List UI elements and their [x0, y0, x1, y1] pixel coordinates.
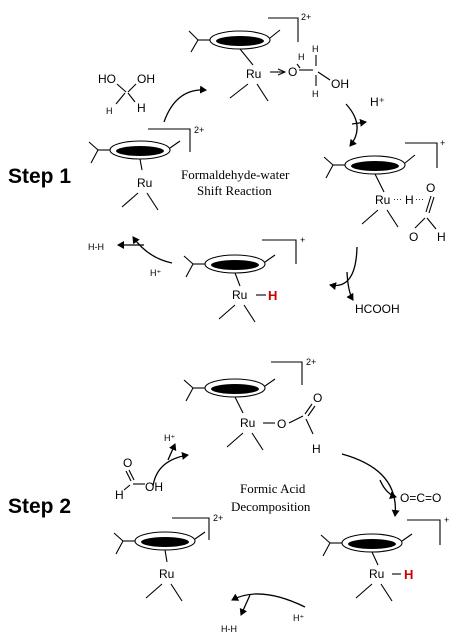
step2-complex-top: Ru O O H 2+	[183, 357, 322, 456]
hydride-atom: H	[268, 288, 277, 303]
charge-label: +	[444, 515, 449, 525]
hydroxyl-group: HO	[98, 72, 116, 86]
hydrogen-atom: H	[137, 101, 146, 115]
arene-ring-icon	[183, 378, 276, 414]
hydrogen-atom: H	[437, 230, 446, 244]
hydrogen-atom: H	[312, 442, 321, 456]
oxygen-atom: O	[426, 181, 435, 195]
step2-co2-out: O=C=O	[400, 491, 441, 505]
step1-proton-in: H⁺	[150, 268, 161, 278]
arene-ring-icon	[113, 531, 206, 563]
hydrogen-atom: H	[405, 193, 414, 207]
cycle-arrow-icon	[132, 236, 173, 264]
step1-complex-top: Ru O H H OH H 2+	[188, 12, 349, 102]
step1-proton-out: H⁺	[370, 95, 385, 109]
cycle-arrow-icon	[341, 453, 400, 517]
step2-proton-out: H⁺	[164, 433, 175, 443]
charge-label: 2+	[194, 125, 204, 135]
cycle-arrow-icon	[231, 593, 306, 608]
release-arrow-icon	[239, 594, 251, 616]
oxygen-atom: O	[288, 65, 297, 79]
ruthenium-atom: Ru	[369, 567, 384, 581]
step2-reagent-formic-acid: O OH H	[115, 456, 163, 502]
step1-cycle-title-line1: Formaldehyde-water	[181, 167, 290, 182]
ruthenium-atom: Ru	[375, 193, 390, 207]
ruthenium-atom: Ru	[232, 288, 247, 302]
hydroxyl-group: OH	[145, 480, 163, 494]
oxygen-atom: O	[313, 391, 322, 405]
ruthenium-atom: Ru	[240, 416, 255, 430]
cycle-arrow-icon	[152, 452, 189, 487]
arene-ring-icon	[183, 254, 276, 287]
release-arrow-icon	[346, 271, 354, 301]
arene-ring-icon	[88, 140, 181, 171]
release-arrow-icon	[167, 443, 177, 461]
step2-complex-left: Ru 2+	[113, 513, 223, 602]
hydrogen-atom: H	[312, 44, 319, 54]
cycle-arrow-icon	[163, 85, 207, 123]
release-arrow-icon	[351, 118, 367, 127]
ruthenium-atom: Ru	[159, 567, 174, 581]
oxygen-atom: O	[409, 230, 418, 244]
hydrogen-atom: H	[115, 488, 124, 502]
step2-complex-right: Ru H +	[320, 515, 449, 602]
charge-label: 2+	[306, 357, 316, 367]
step2-label: Step 2	[8, 495, 71, 518]
hydride-atom: H	[404, 567, 413, 582]
release-arrow-icon	[379, 479, 397, 500]
agostic-dots: ···	[415, 194, 424, 204]
arene-ring-icon	[188, 29, 281, 66]
ruthenium-atom: Ru	[246, 67, 261, 81]
charge-label: 2+	[213, 513, 223, 523]
oxygen-atom: O	[123, 456, 132, 470]
step1-label: Step 1	[8, 165, 71, 188]
ruthenium-atom: Ru	[137, 176, 152, 190]
hydrogen-atom: H	[298, 52, 305, 62]
step2-gas-out: H-H	[221, 624, 237, 634]
step1-reagent-methanediol: HO OH H H	[98, 72, 155, 116]
step2-cycle-title-line1: Formic Acid	[240, 481, 306, 496]
step2-proton-in: H⁺	[293, 613, 304, 623]
hydrogen-atom: H	[106, 106, 113, 116]
step1-product-out: HCOOH	[355, 302, 400, 316]
charge-label: +	[440, 138, 445, 148]
charge-label: 2+	[301, 12, 311, 22]
hydroxyl-group: OH	[137, 72, 155, 86]
step1-gas-out: H-H	[88, 242, 104, 252]
hydrogen-atom: H	[312, 89, 319, 99]
step1-complex-right: Ru ··· H ··· O O H +	[323, 138, 446, 244]
step1-complex-bottom: Ru H +	[183, 235, 305, 323]
step1-cycle-title-line2: Shift Reaction	[197, 183, 272, 198]
oxygen-atom: O	[277, 417, 286, 431]
hydroxyl-group: OH	[331, 77, 349, 91]
step2-cycle-title-line2: Decomposition	[231, 499, 311, 514]
cycle-arrow-icon	[345, 103, 358, 147]
arene-ring-icon	[320, 533, 413, 566]
arene-ring-icon	[323, 154, 416, 193]
agostic-dots: ···	[393, 194, 402, 204]
charge-label: +	[300, 235, 305, 245]
cycle-arrow-icon	[329, 246, 358, 291]
step1-complex-left: Ru 2+	[88, 125, 204, 211]
